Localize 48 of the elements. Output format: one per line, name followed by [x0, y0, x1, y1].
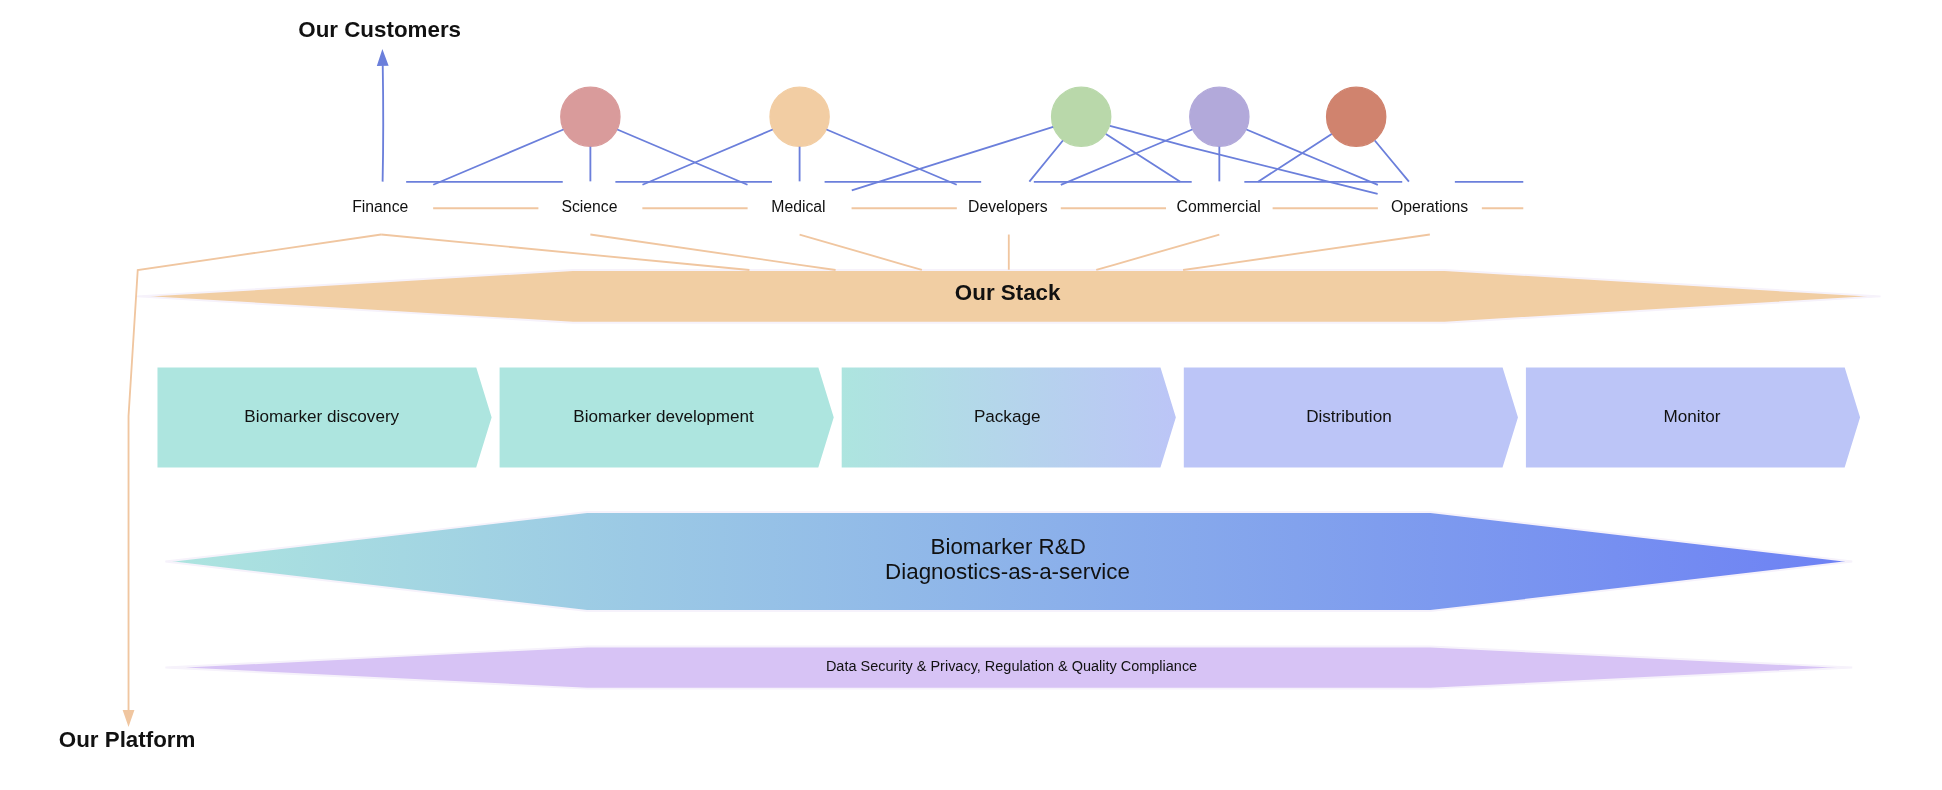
- connector: [850, 126, 1054, 192]
- node-circle: [1325, 86, 1386, 147]
- connector: [431, 128, 564, 186]
- connector: [588, 145, 591, 183]
- arrow: [376, 48, 389, 183]
- connector: [431, 207, 539, 210]
- connector: [1181, 233, 1431, 271]
- connector: [613, 180, 773, 183]
- node-text: Developers: [967, 198, 1048, 216]
- connector: [640, 207, 749, 210]
- connector: [404, 180, 564, 183]
- connector: [1027, 139, 1064, 183]
- connector: [1217, 145, 1220, 183]
- connector: [850, 207, 958, 210]
- node-circle: [1188, 86, 1250, 147]
- node-text: Our Customers: [297, 16, 461, 42]
- connector: [798, 233, 923, 271]
- connector: [641, 128, 774, 186]
- connector: [1059, 128, 1193, 186]
- connector: [1094, 233, 1220, 271]
- connector: [1453, 180, 1524, 183]
- connector: [798, 145, 800, 183]
- connector: [1271, 207, 1379, 210]
- connector: [1032, 180, 1193, 183]
- connector: [615, 128, 748, 186]
- connector: [1007, 233, 1010, 271]
- node-text: Finance: [351, 198, 408, 216]
- connector: [1256, 133, 1333, 183]
- connector: [825, 128, 958, 186]
- connector: [1242, 180, 1403, 183]
- node-circle: [768, 86, 830, 147]
- connector: [1108, 124, 1379, 195]
- node-text: Operations: [1390, 198, 1468, 216]
- connector: [1059, 207, 1167, 210]
- connector: [1480, 207, 1524, 210]
- connector: [588, 233, 836, 271]
- connector: [1373, 139, 1410, 183]
- connector: [379, 233, 750, 271]
- connector: [1104, 133, 1181, 183]
- arrow: [122, 233, 382, 727]
- node-circle: [1050, 86, 1111, 147]
- node-text: Science: [560, 198, 618, 216]
- connector: [823, 180, 982, 183]
- node-text: Our Platform: [58, 727, 195, 753]
- connector: [1245, 128, 1379, 186]
- node-circle: [559, 86, 621, 147]
- node-text: Commercial: [1176, 198, 1261, 216]
- node-text: Medical: [770, 198, 826, 216]
